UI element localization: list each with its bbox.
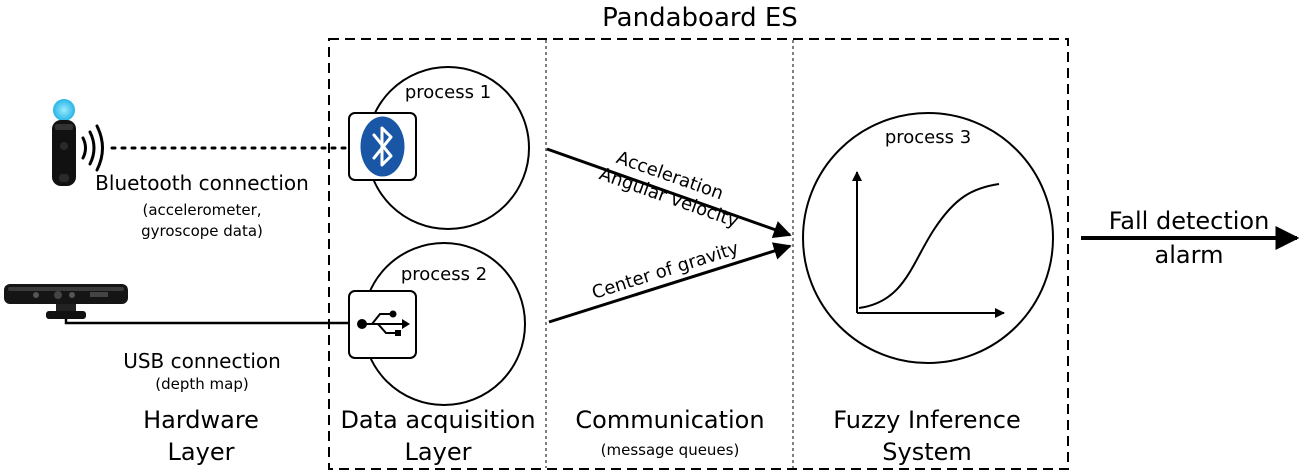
acquisition-layer-label-2: Layer: [405, 438, 472, 466]
usb-connection-detail: (depth map): [155, 375, 248, 393]
wireless-signal-icon: [81, 124, 104, 172]
bluetooth-connection-label: Bluetooth connection: [95, 171, 309, 195]
communication-layer-detail: (message queues): [601, 441, 740, 459]
hardware-layer-label-2: Layer: [168, 438, 235, 466]
bluetooth-connection-detail-1: (accelerometer,: [142, 201, 261, 219]
communication-layer-label: Communication: [575, 406, 764, 434]
motion-controller-icon: [52, 99, 76, 186]
upper-data-arrow: [546, 147, 792, 239]
center-of-gravity-label: Center of gravity: [589, 238, 741, 304]
board-title: Pandaboard ES: [602, 3, 798, 33]
alarm-label: alarm: [1155, 241, 1224, 269]
fall-detection-label: Fall detection: [1109, 207, 1270, 235]
process-2-label: process 2: [401, 264, 487, 285]
usb-cable: [64, 319, 362, 325]
hardware-layer-label-1: Hardware: [143, 406, 259, 434]
fuzzy-layer-label-1: Fuzzy Inference: [833, 406, 1021, 434]
fuzzy-layer-label-2: System: [882, 438, 972, 466]
usb-icon: [348, 290, 417, 359]
kinect-sensor-icon: [4, 284, 128, 319]
process-3-label: process 3: [885, 127, 971, 148]
usb-connection-label: USB connection: [123, 349, 281, 373]
bluetooth-icon: [348, 112, 417, 181]
process-1-label: process 1: [405, 82, 491, 103]
bluetooth-connection-detail-2: gyroscope data): [141, 222, 263, 240]
acquisition-layer-label-1: Data acquisition: [340, 406, 535, 434]
lower-data-arrow: [548, 242, 792, 324]
membership-function-icon: [852, 171, 1005, 318]
pandaboard-boundary: [328, 38, 1069, 470]
